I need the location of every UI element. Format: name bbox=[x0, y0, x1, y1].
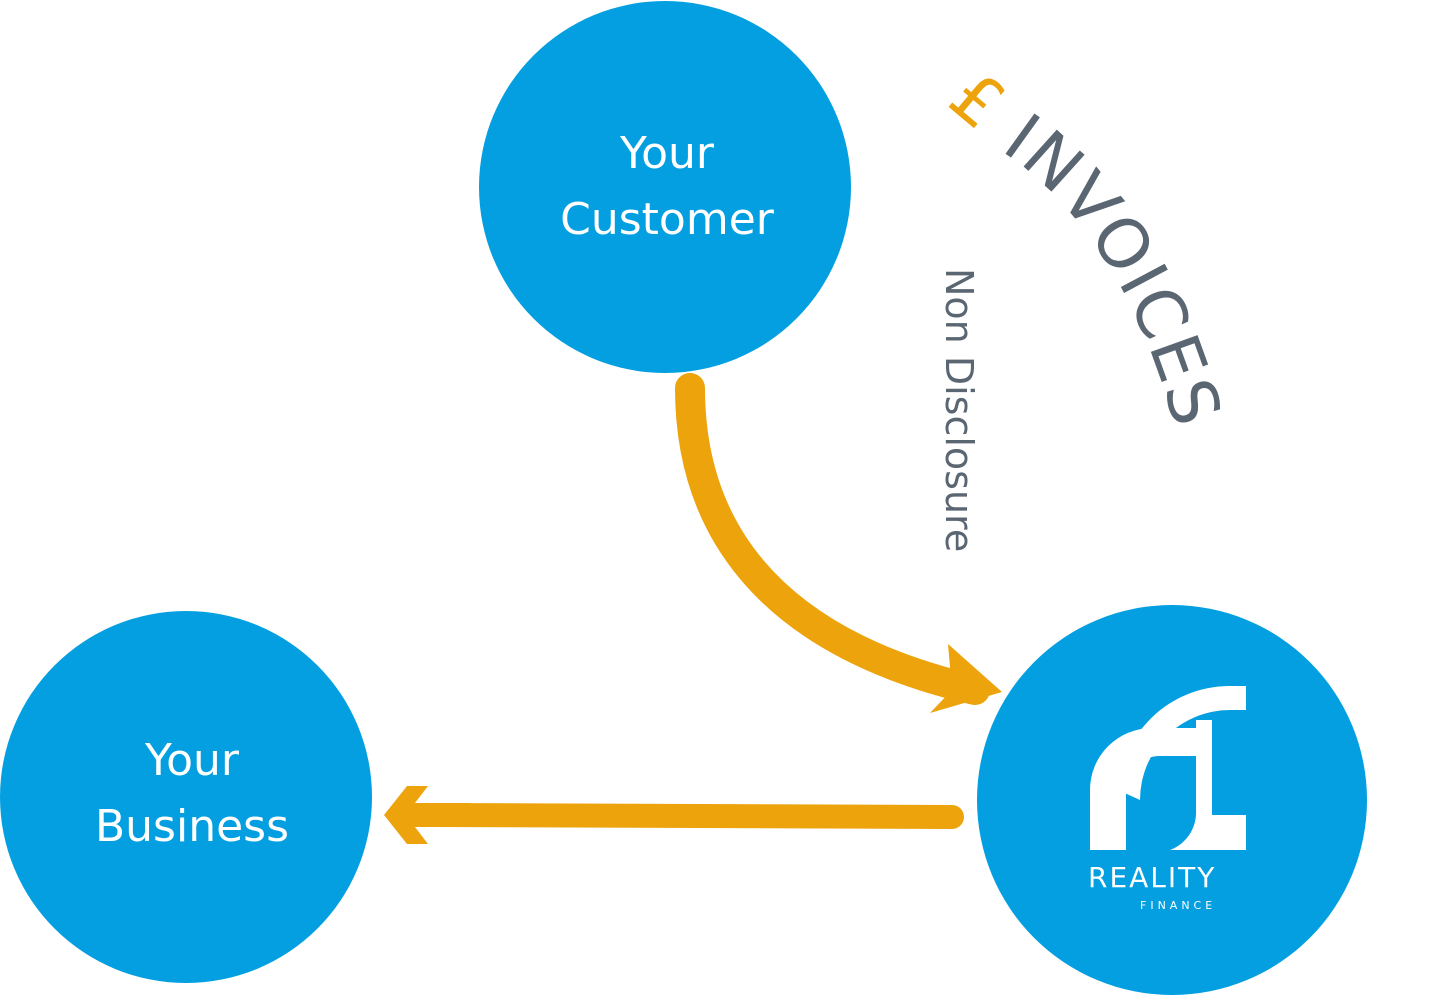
customer-circle bbox=[479, 1, 851, 373]
customer-label-line1: Your bbox=[619, 128, 715, 179]
arrowhead-icon bbox=[384, 786, 470, 844]
customer-label-line2: Customer bbox=[560, 194, 775, 245]
pound-icon: £ bbox=[935, 57, 1019, 145]
rf-logo-icon bbox=[1090, 686, 1246, 850]
node-your-business: Your Business bbox=[0, 611, 372, 983]
brand-subname: FINANCE bbox=[1140, 899, 1216, 912]
non-disclosure-label: Non Disclosure bbox=[937, 268, 981, 552]
business-label-line1: Your bbox=[144, 735, 240, 786]
brand-name: REALITY bbox=[1088, 861, 1216, 894]
invoices-word: INVOICES bbox=[990, 99, 1236, 436]
finance-circle bbox=[977, 605, 1367, 995]
arrowhead-icon bbox=[930, 644, 1002, 713]
business-label-line2: Business bbox=[95, 801, 289, 852]
arrow-customer-to-finance bbox=[675, 373, 1002, 713]
node-reality-finance: REALITY FINANCE bbox=[977, 605, 1367, 995]
invoices-text: INVOICES bbox=[990, 99, 1236, 436]
business-circle bbox=[0, 611, 372, 983]
node-your-customer: Your Customer bbox=[479, 1, 851, 373]
arrow-finance-to-business bbox=[384, 786, 964, 844]
